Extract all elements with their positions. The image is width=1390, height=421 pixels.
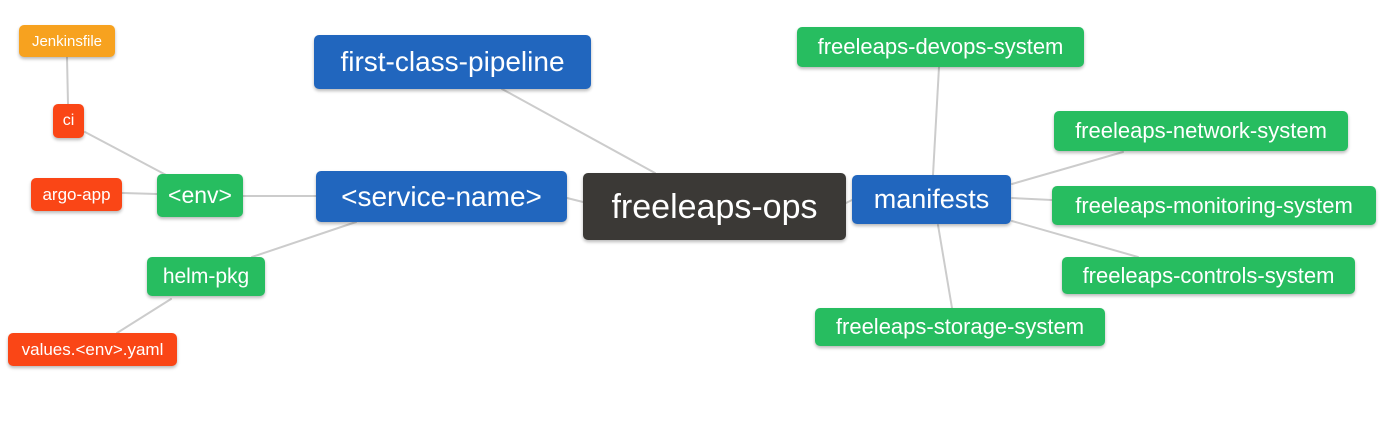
edge-argo-app--env (121, 192, 158, 195)
edge-manifests--freeleaps-storage-system (937, 224, 953, 309)
node-helm-pkg[interactable]: helm-pkg (147, 257, 265, 296)
node-freeleaps-devops-system[interactable]: freeleaps-devops-system (797, 27, 1084, 67)
node-freeleaps-monitoring-system[interactable]: freeleaps-monitoring-system (1052, 186, 1376, 225)
node-first-class-pipeline[interactable]: first-class-pipeline (314, 35, 591, 89)
edge-manifests--freeleaps-monitoring-system (1011, 197, 1053, 201)
node-freeleaps-network-system[interactable]: freeleaps-network-system (1054, 111, 1348, 151)
edge-service-name--freeleaps-ops (566, 197, 584, 203)
node-jenkinsfile[interactable]: Jenkinsfile (19, 25, 115, 57)
edge-jenkinsfile--ci (66, 56, 69, 105)
node-service-name[interactable]: <service-name> (316, 171, 567, 222)
edge-helm-pkg--service-name (251, 221, 357, 258)
edge-values-env-yaml--helm-pkg (116, 298, 172, 334)
node-ci[interactable]: ci (53, 104, 84, 138)
edge-manifests--freeleaps-controls-system (1011, 220, 1139, 258)
node-env[interactable]: <env> (157, 174, 243, 217)
node-argo-app[interactable]: argo-app (31, 178, 122, 211)
edge-manifests--freeleaps-network-system (1011, 151, 1124, 185)
node-values-env-yaml[interactable]: values.<env>.yaml (8, 333, 177, 366)
node-freeleaps-ops[interactable]: freeleaps-ops (583, 173, 846, 240)
edge-manifests--freeleaps-devops-system (932, 66, 940, 176)
edge-first-class-pipeline--freeleaps-ops (501, 88, 656, 174)
node-manifests[interactable]: manifests (852, 175, 1011, 224)
edge-ci--env (84, 131, 169, 177)
node-freeleaps-storage-system[interactable]: freeleaps-storage-system (815, 308, 1105, 346)
node-freeleaps-controls-system[interactable]: freeleaps-controls-system (1062, 257, 1355, 294)
edge-freeleaps-ops--manifests (845, 199, 853, 204)
